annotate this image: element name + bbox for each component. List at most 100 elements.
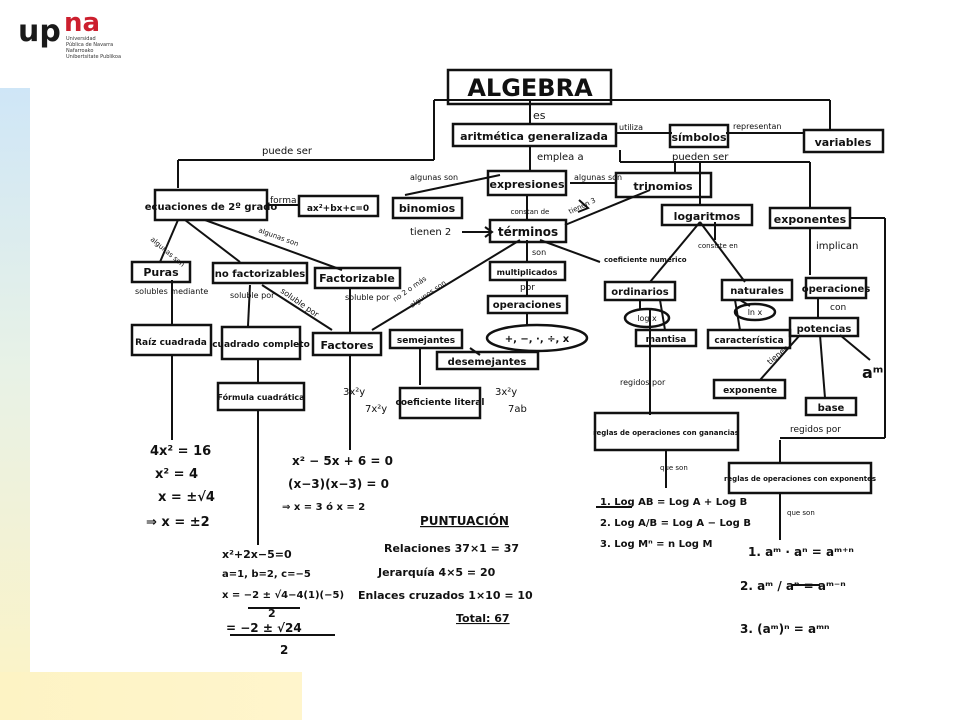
- link-soluble-por-2: soluble por: [279, 286, 321, 319]
- link-utiliza: utiliza: [619, 123, 643, 132]
- puntuacion-block: PUNTUACIÓN Relaciones 37×1 = 37 Jerarquí…: [358, 513, 533, 625]
- cuadratica-example: x²+2x−5=0 a=1, b=2, c=−5 x = −2 ± √4−4(1…: [222, 548, 344, 657]
- node-base: base: [818, 403, 845, 414]
- concept-map-boxes: [130, 68, 885, 495]
- concept-map-ellipses: [485, 302, 777, 353]
- link-tienen-2: tienen 2: [410, 227, 451, 238]
- logo-brand-left: up: [18, 14, 61, 49]
- node-factores: Factores: [320, 339, 374, 352]
- logo-brand-right: na: [64, 8, 101, 38]
- upna-logo: up na Universidad Pública de Navarra Naf…: [18, 6, 128, 60]
- node-desemejantes: desemejantes: [448, 357, 527, 368]
- node-no-factorizables: no factorizables: [215, 269, 305, 280]
- link-solubles-mediante: solubles mediante: [135, 287, 208, 296]
- link-implican: implican: [816, 241, 858, 252]
- eq-fact-line: ⇒ x = 3 ó x = 2: [282, 501, 365, 513]
- eq-fact-line: (x−3)(x−3) = 0: [288, 477, 389, 491]
- node-binomios: binomios: [399, 202, 456, 215]
- eq-fact-line: x² − 5x + 6 = 0: [292, 454, 393, 468]
- node-mantisa: mantisa: [646, 335, 687, 345]
- exp-rule: 1. aᵐ · aⁿ = aᵐ⁺ⁿ: [748, 545, 854, 559]
- node-semejantes: semejantes: [397, 336, 455, 346]
- link-algunas-son-4: algunas son: [257, 226, 299, 248]
- node-logaritmos: logaritmos: [674, 210, 741, 223]
- link-soluble-por-1: soluble por: [230, 291, 275, 300]
- node-ecuaciones: ecuaciones de 2º grado: [145, 202, 278, 213]
- node-forma-eq: ax²+bx+c=0: [307, 204, 369, 214]
- node-multiplicados: multiplicados: [497, 268, 558, 277]
- node-variables: variables: [815, 136, 872, 149]
- puntuacion-row: Jerarquía 4×5 = 20: [377, 566, 496, 579]
- link-regidos-por-1: regidos por: [620, 378, 666, 387]
- node-cuadrado-completo: cuadrado completo: [212, 340, 310, 350]
- node-terminos: términos: [498, 225, 558, 239]
- link-constan-de: constan de: [511, 208, 550, 216]
- link-son: son: [532, 248, 546, 257]
- node-ops-symbols: +, −, ·, ÷, x: [505, 334, 570, 345]
- example-desemejante-a: 3x²y: [495, 387, 517, 398]
- node-a-m: aᵐ: [862, 363, 883, 382]
- node-exponentes: exponentes: [774, 213, 847, 226]
- link-forma: forma: [270, 196, 297, 206]
- node-log-x: log x: [637, 314, 657, 323]
- link-con: con: [830, 303, 846, 313]
- example-desemejante-b: 7ab: [508, 404, 527, 415]
- eq-cuad-line: a=1, b=2, c=−5: [222, 569, 311, 580]
- puntuacion-total: Total: 67: [456, 612, 510, 625]
- root-node-algebra: ALGEBRA: [467, 74, 593, 102]
- node-reglas-logaritmos: reglas de operaciones con ganancias: [593, 429, 739, 437]
- eq-puras-line: ⇒ x = ±2: [146, 515, 210, 530]
- log-rules-list: 1. Log AB = Log A + Log B 2. Log A/B = L…: [600, 497, 751, 550]
- node-aritmetica: aritmética generalizada: [460, 130, 608, 143]
- node-expresiones: expresiones: [489, 178, 564, 191]
- node-exponente: exponente: [723, 386, 777, 396]
- log-rule: 2. Log A/B = Log A − Log B: [600, 518, 751, 529]
- puntuacion-row: Enlaces cruzados 1×10 = 10: [358, 589, 533, 602]
- node-trinomios: trinomios: [633, 180, 693, 193]
- link-que-son-1: que son: [660, 464, 688, 472]
- concept-map-lines: [159, 99, 886, 636]
- link-algunas-son-3: algunas son: [149, 235, 186, 268]
- node-operaciones-1: operaciones: [493, 300, 562, 311]
- node-coeficiente-literal: coeficiente literal: [396, 398, 485, 408]
- puras-example: 4x² = 16 x² = 4 x = ±√4 ⇒ x = ±2: [146, 444, 215, 530]
- node-caracteristica: característica: [714, 336, 783, 346]
- eq-cuad-line: 2: [280, 643, 288, 657]
- eq-cuad-line: x = −2 ± √4−4(1)(−5): [222, 589, 344, 601]
- bottom-decor-bar: [0, 672, 302, 720]
- link-emplea: emplea a: [537, 152, 584, 163]
- example-semejante-b: 7x²y: [365, 404, 387, 415]
- left-decor-bar: [0, 88, 30, 720]
- link-consiste-en: consiste en: [698, 242, 738, 250]
- factorizable-example: x² − 5x + 6 = 0 (x−3)(x−3) = 0 ⇒ x = 3 ó…: [282, 454, 393, 513]
- link-representan: representan: [733, 122, 781, 131]
- link-por-1: por: [520, 283, 535, 293]
- log-rule: 1. Log AB = Log A + Log B: [600, 497, 747, 508]
- node-raiz-cuadrada: Raíz cuadrada: [135, 338, 207, 348]
- puntuacion-row: Relaciones 37×1 = 37: [384, 542, 519, 555]
- node-ln-x: ln x: [748, 308, 763, 317]
- eq-puras-line: x = ±√4: [158, 490, 215, 505]
- node-factorizable: Factorizable: [319, 272, 395, 285]
- node-operaciones-2: operaciones: [802, 284, 871, 295]
- node-simbolos: símbolos: [671, 131, 727, 144]
- exp-rules-list: 1. aᵐ · aⁿ = aᵐ⁺ⁿ 2. aᵐ / aⁿ = aᵐ⁻ⁿ 3. (…: [740, 545, 854, 636]
- link-regidos-por-2: regidos por: [790, 425, 841, 435]
- exp-rule: 2. aᵐ / aⁿ = aᵐ⁻ⁿ: [740, 579, 846, 593]
- logo-subtitle: Universidad Pública de Navarra Nafarroak…: [66, 36, 122, 60]
- node-reglas-exponentes: reglas de operaciones con exponentes: [724, 475, 876, 483]
- link-es: es: [533, 109, 546, 122]
- node-ordinarios: ordinarios: [611, 287, 668, 298]
- log-rule: 3. Log Mⁿ = n Log M: [600, 539, 712, 550]
- link-que-son-2: que son: [787, 509, 815, 517]
- eq-cuad-line: = −2 ± √24: [226, 621, 302, 635]
- puntuacion-title: PUNTUACIÓN: [420, 513, 509, 528]
- link-algunas-son-1: algunas son: [410, 173, 458, 182]
- node-puras: Puras: [143, 266, 179, 279]
- exp-rule: 3. (aᵐ)ⁿ = aᵐⁿ: [740, 622, 830, 636]
- example-semejante-a: 3x²y: [343, 387, 365, 398]
- node-coeficiente-numerico: coeficiente numérico: [604, 256, 687, 264]
- link-pueden-ser: pueden ser: [672, 152, 729, 163]
- eq-puras-line: x² = 4: [155, 467, 198, 482]
- node-formula-cuadratica: Fórmula cuadrática: [217, 392, 304, 402]
